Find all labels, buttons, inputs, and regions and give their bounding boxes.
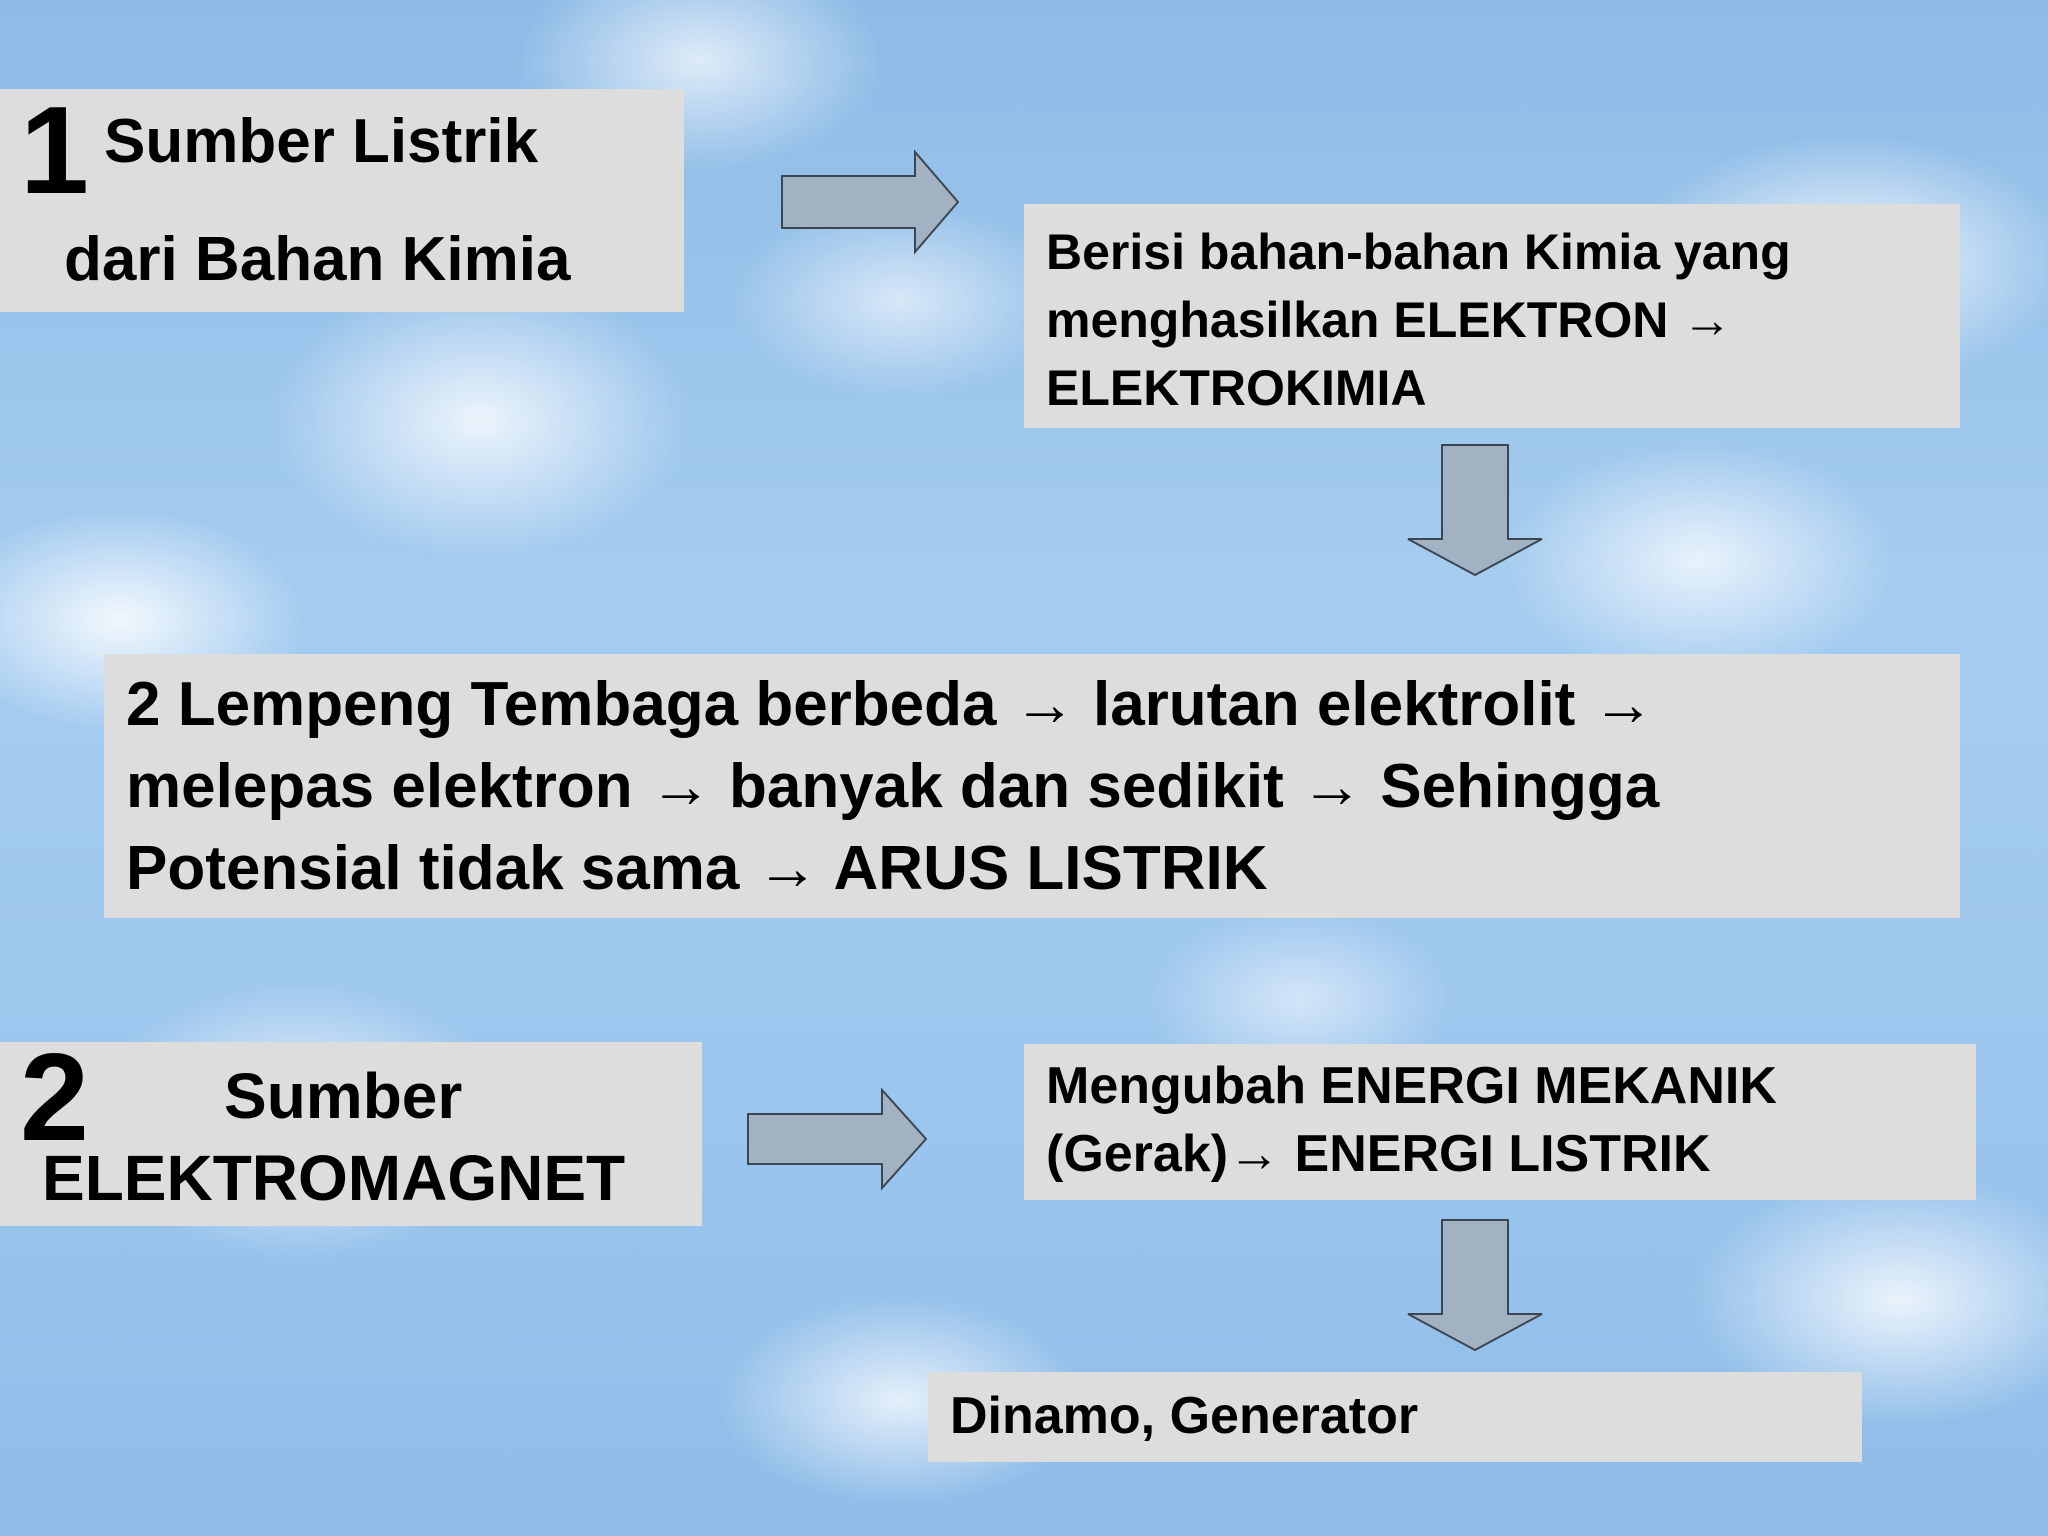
- box2-title-line2: ELEKTROMAGNET: [42, 1142, 626, 1214]
- box1-title-line2: dari Bahan Kimia: [64, 225, 571, 294]
- box1-title-line1: Sumber Listrik: [104, 107, 539, 176]
- box-sumber-elektromagnet: 2 Sumber ELEKTROMAGNET: [0, 1036, 702, 1226]
- dinamo-text: Dinamo, Generator: [950, 1387, 1419, 1445]
- step-number-2: 2: [20, 1029, 89, 1167]
- proses-line-1: 2 Lempeng Tembaga berbeda → larutan elek…: [126, 670, 1655, 739]
- arrow-right-icon: [747, 1087, 928, 1191]
- arrow-down-icon: [1407, 444, 1543, 577]
- elektrokimia-line-2: menghasilkan ELEKTRON →: [1046, 292, 1733, 348]
- box2-title-line1: Sumber: [224, 1060, 463, 1132]
- elektrokimia-line-1: Berisi bahan-bahan Kimia yang: [1046, 224, 1791, 280]
- proses-line-2: melepas elektron → banyak dan sedikit → …: [126, 752, 1660, 821]
- box-sumber-kimia: 1 Sumber Listrik dari Bahan Kimia: [0, 89, 684, 312]
- mekanik-line-2: (Gerak)→ ENERGI LISTRIK: [1046, 1125, 1711, 1183]
- box-dinamo-generator: Dinamo, Generator: [928, 1372, 1862, 1462]
- box-energi-mekanik: Mengubah ENERGI MEKANIK (Gerak)→ ENERGI …: [1024, 1044, 1976, 1200]
- box-proses-elektrolit: 2 Lempeng Tembaga berbeda → larutan elek…: [104, 654, 1960, 918]
- proses-line-3: Potensial tidak sama → ARUS LISTRIK: [126, 834, 1268, 903]
- arrow-right-icon: [781, 149, 960, 255]
- mekanik-line-1: Mengubah ENERGI MEKANIK: [1046, 1057, 1777, 1115]
- elektrokimia-line-3: ELEKTROKIMIA: [1046, 360, 1427, 416]
- box-elektrokimia: Berisi bahan-bahan Kimia yang menghasilk…: [1024, 204, 1960, 428]
- step-number-1: 1: [20, 82, 89, 220]
- arrow-down-icon: [1407, 1219, 1543, 1352]
